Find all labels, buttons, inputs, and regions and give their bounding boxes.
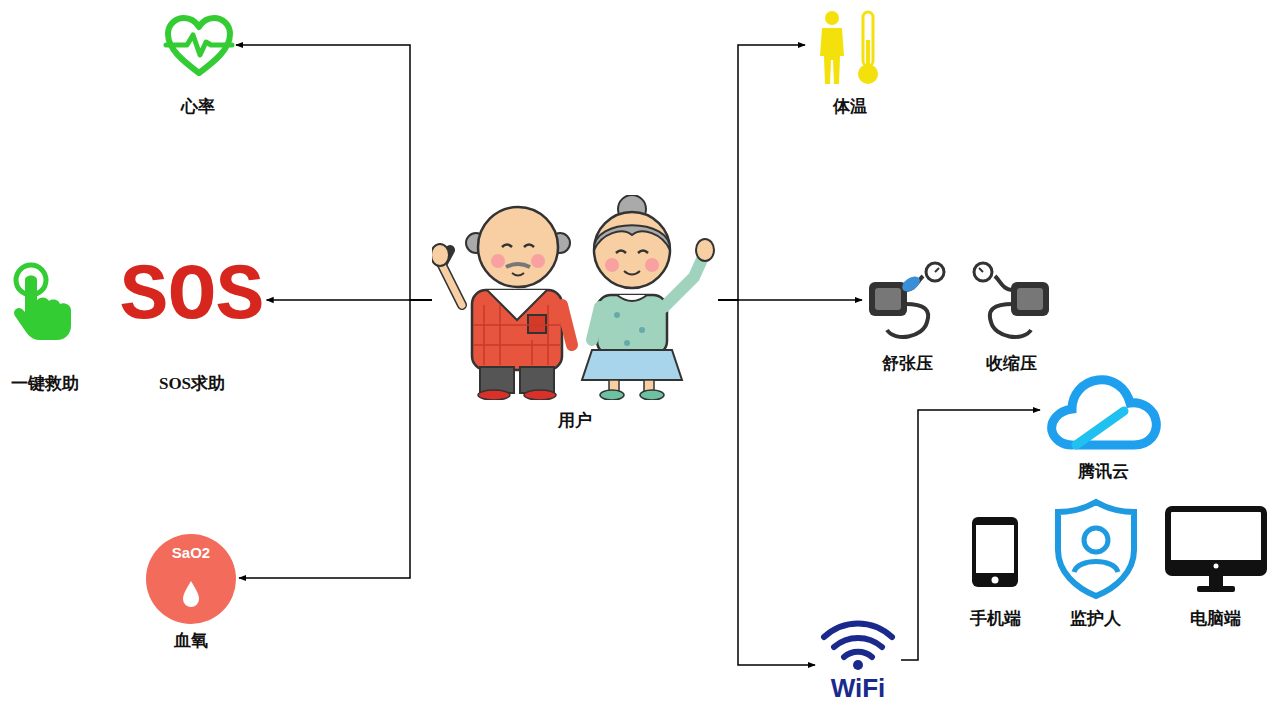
node-label: 血氧 bbox=[174, 632, 208, 651]
tencent-cloud-node: 腾讯云 bbox=[1040, 370, 1166, 485]
mobile-node: 手机端 bbox=[960, 510, 1030, 635]
arrow-connector bbox=[718, 299, 862, 301]
arrow-connector bbox=[239, 300, 432, 578]
user-node: 用户 bbox=[432, 195, 718, 435]
phone-icon bbox=[970, 515, 1020, 589]
one-key-help-node: 一键救助 bbox=[5, 258, 85, 398]
node-label: 监护人 bbox=[1070, 610, 1121, 629]
node-label: 舒张压 bbox=[882, 355, 933, 374]
blood-oxygen-node: SaO2 血氧 bbox=[143, 530, 239, 655]
cloud-icon bbox=[1046, 373, 1161, 455]
wifi-icon bbox=[820, 617, 896, 671]
guardian-shield-icon bbox=[1052, 498, 1140, 600]
node-label: 手机端 bbox=[970, 610, 1021, 629]
guardian-node: 监护人 bbox=[1045, 495, 1145, 635]
arrow-connector bbox=[267, 299, 433, 301]
node-label: 腾讯云 bbox=[1078, 463, 1129, 482]
blood-pressure-icon bbox=[969, 260, 1053, 350]
arrow-connector bbox=[718, 300, 815, 665]
node-label: 一键救助 bbox=[11, 375, 79, 394]
node-label: SOS求助 bbox=[159, 375, 225, 394]
elderly-couple-illustration bbox=[432, 195, 718, 400]
heart-icon bbox=[163, 15, 235, 79]
computer-node: 电脑端 bbox=[1160, 500, 1270, 635]
diastolic-node: 舒张压 bbox=[862, 258, 952, 378]
icon-text: SaO2 bbox=[172, 545, 210, 562]
arrow-connector bbox=[236, 45, 432, 300]
computer-icon bbox=[1165, 506, 1267, 596]
node-label: 收缩压 bbox=[986, 355, 1037, 374]
icon-text: WiFi bbox=[831, 674, 886, 703]
node-label: 心率 bbox=[181, 98, 215, 117]
body-temperature-node: 体温 bbox=[805, 5, 895, 120]
node-label: 体温 bbox=[833, 98, 867, 117]
wifi-node: WiFi bbox=[815, 612, 901, 712]
press-button-icon bbox=[7, 260, 77, 342]
heart-rate-node: 心率 bbox=[160, 10, 236, 122]
icon-text: SOS bbox=[120, 257, 264, 337]
node-label: 电脑端 bbox=[1190, 610, 1241, 629]
systolic-node: 收缩压 bbox=[966, 258, 1056, 378]
arrow-connector bbox=[901, 410, 1040, 660]
body-temperature-icon bbox=[818, 10, 882, 86]
node-label: 用户 bbox=[558, 412, 592, 431]
blood-pressure-icon bbox=[865, 260, 949, 350]
arrow-connector bbox=[718, 45, 805, 300]
sos-node: SOS SOS求助 bbox=[118, 255, 267, 400]
